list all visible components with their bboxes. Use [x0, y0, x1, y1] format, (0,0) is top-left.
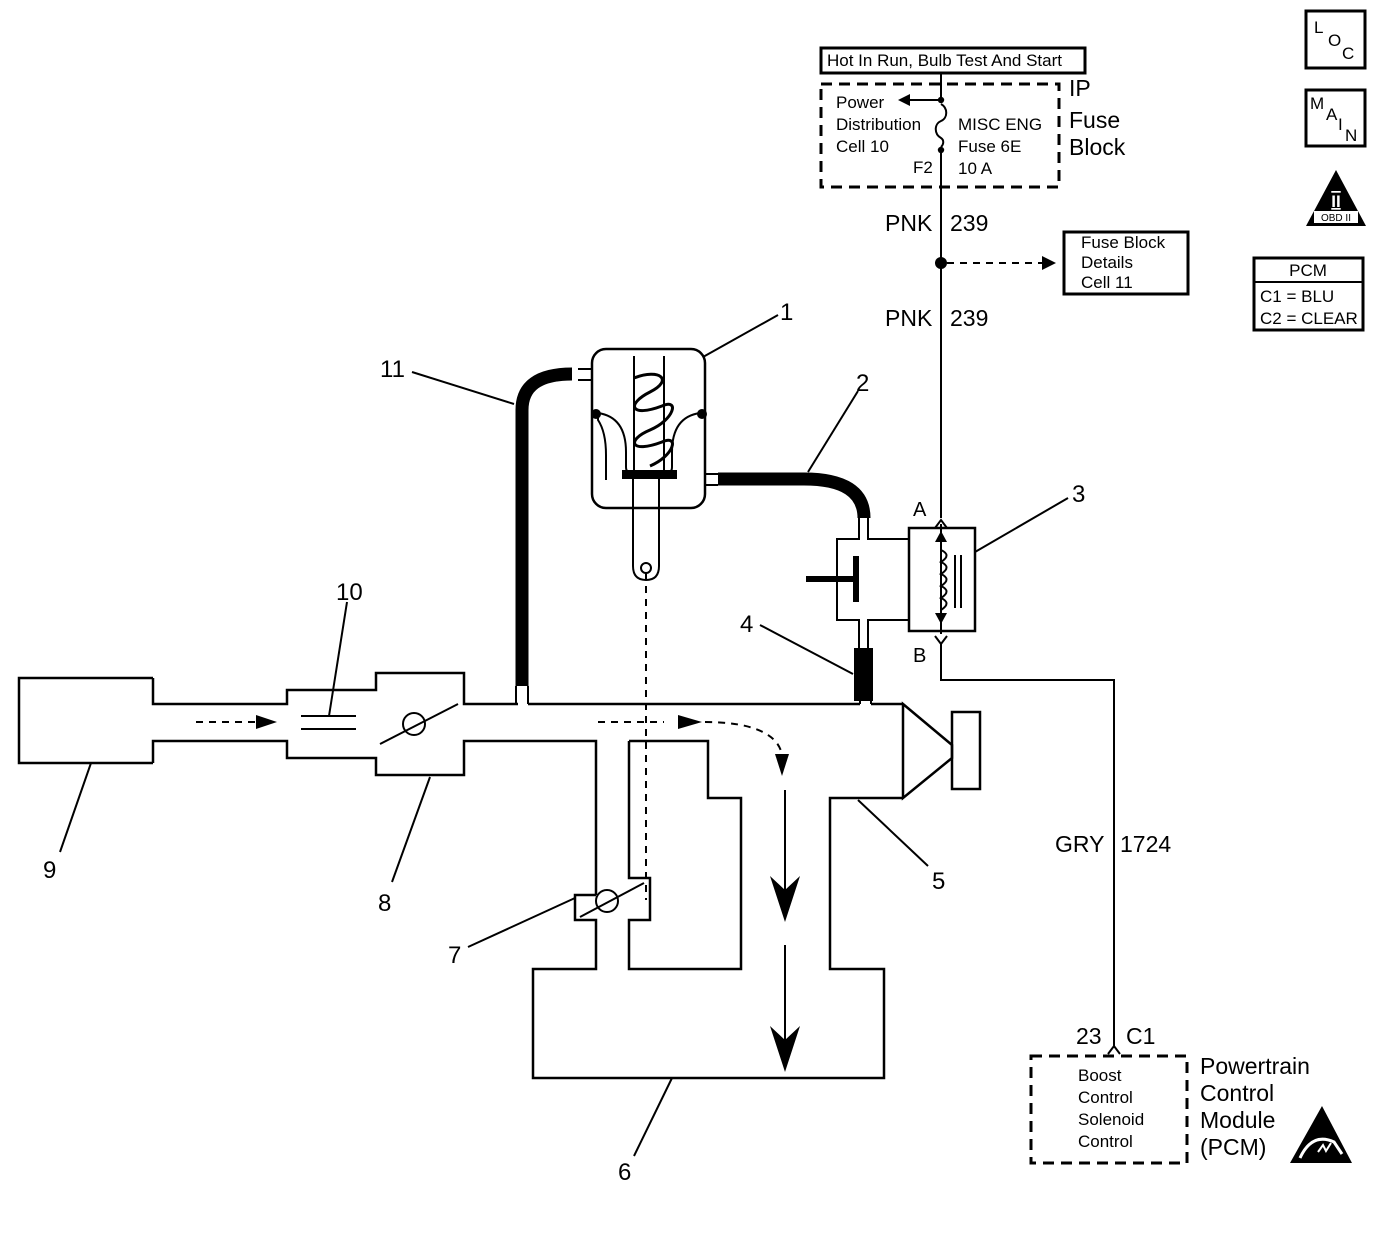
wire-upper-circuit: 239 — [950, 210, 988, 236]
throttle-valve-icon — [379, 703, 459, 745]
fuse-rating: 10 A — [958, 159, 993, 178]
flow-arrow-down-icon — [770, 876, 800, 922]
fuse-icon — [934, 103, 948, 148]
wire-lower-color: PNK — [885, 305, 933, 331]
flow-arrow-down-icon — [770, 1026, 800, 1072]
power-dist-label-1: Power — [836, 93, 885, 112]
power-dist-label-3: Cell 10 — [836, 137, 889, 156]
callout-4: 4 — [740, 611, 753, 638]
wire-signal-color: GRY — [1055, 831, 1104, 857]
obd-numeral: II — [1331, 192, 1340, 211]
flow-arrow-icon — [678, 715, 702, 729]
loc-letter-o: O — [1328, 31, 1341, 50]
circuit-title-text: Hot In Run, Bulb Test And Start — [827, 51, 1062, 70]
flow-arrow-icon — [256, 715, 277, 729]
circuit-title: Hot In Run, Bulb Test And Start — [819, 46, 1087, 75]
callout-2: 2 — [856, 370, 869, 397]
pcm-connector-label: C1 — [1126, 1023, 1155, 1049]
terminal-a-label: A — [913, 499, 927, 521]
pcm-name-1: Powertrain — [1200, 1053, 1310, 1079]
loc-letter-c: C — [1342, 44, 1354, 63]
hose-4 — [854, 632, 873, 704]
fuse-number: Fuse 6E — [958, 137, 1021, 156]
ip-fuse-block: IP Fuse Block Power Distribution Cell 10… — [819, 73, 1126, 189]
pcm-legend: PCM C1 = BLU C2 = CLEAR — [1252, 256, 1365, 332]
callout-7: 7 — [448, 942, 461, 969]
pcm-module: Boost Control Solenoid Control Powertrai… — [1029, 1053, 1352, 1165]
main-icon: M A I N — [1304, 88, 1367, 148]
pcm-function-2: Control — [1078, 1088, 1133, 1107]
callout-3: 3 — [1072, 481, 1085, 508]
details-line-2: Details — [1081, 253, 1133, 272]
splice-dot — [935, 257, 947, 269]
pcm-legend-title: PCM — [1289, 261, 1327, 280]
pcm-name-2: Control — [1200, 1080, 1274, 1106]
fuse-name: MISC ENG — [958, 115, 1042, 134]
fuse-block-label-2: Fuse — [1069, 107, 1120, 133]
flow-arrows — [196, 715, 800, 1072]
wastegate-actuator — [590, 347, 707, 900]
hose-2 — [704, 472, 871, 519]
loc-letter-l: L — [1314, 18, 1323, 37]
wire-signal-circuit: 1724 — [1120, 831, 1171, 857]
boost-control-solenoid: A B — [806, 499, 977, 667]
power-dist-arrow-icon — [898, 94, 910, 106]
spring-icon — [633, 356, 674, 472]
pcm-function-3: Solenoid — [1078, 1110, 1144, 1129]
bypass-valve-icon — [579, 882, 645, 918]
fuse-block-details: Fuse Block Details Cell 11 — [1062, 230, 1190, 296]
main-letter-a: A — [1326, 105, 1338, 124]
callout-10: 10 — [336, 579, 363, 606]
wire-upper-color: PNK — [885, 210, 933, 236]
restrictor — [301, 715, 356, 730]
callout-11: 11 — [380, 356, 405, 383]
power-dist-label-2: Distribution — [836, 115, 921, 134]
terminal-b-label: B — [913, 645, 926, 667]
callouts: 1 2 3 4 5 6 7 8 9 10 11 — [43, 299, 1085, 1186]
callout-5: 5 — [932, 868, 945, 895]
esd-warning-icon — [1290, 1106, 1352, 1163]
wire-pnk-239: PNK 239 PNK 239 — [885, 187, 1056, 518]
callout-8: 8 — [378, 890, 391, 917]
main-letter-m: M — [1310, 94, 1324, 113]
callout-1: 1 — [780, 299, 793, 326]
pcm-pin-label: 23 — [1076, 1023, 1102, 1049]
callout-6: 6 — [618, 1159, 631, 1186]
obd-ii-icon: II OBD II — [1306, 170, 1366, 226]
loc-icon: L O C — [1304, 9, 1367, 70]
main-letter-i: I — [1338, 115, 1343, 134]
intake-duct — [151, 671, 903, 1080]
callout-9: 9 — [43, 857, 56, 884]
hose-11 — [515, 367, 592, 704]
air-cleaner — [17, 676, 153, 765]
details-line-1: Fuse Block — [1081, 233, 1166, 252]
solenoid-coil-icon — [935, 524, 962, 634]
pcm-legend-c1: C1 = BLU — [1260, 287, 1334, 306]
pcm-name-4: (PCM) — [1200, 1134, 1266, 1160]
details-line-3: Cell 11 — [1081, 273, 1133, 292]
fuse-details-arrow-icon — [1042, 256, 1056, 270]
wire-gry-1724: GRY 1724 23 C1 — [940, 644, 1171, 1055]
flow-arrow-icon — [775, 754, 789, 776]
pcm-name-3: Module — [1200, 1107, 1275, 1133]
main-letter-n: N — [1345, 126, 1357, 145]
pcm-function-1: Boost — [1078, 1066, 1122, 1085]
fuse-block-label-1: IP — [1069, 75, 1091, 101]
fuse-block-label-3: Block — [1069, 134, 1126, 160]
turbocharger — [901, 701, 982, 801]
pcm-legend-c2: C2 = CLEAR — [1260, 309, 1358, 328]
wire-lower-circuit: 239 — [950, 305, 988, 331]
obd-text: OBD II — [1321, 213, 1351, 224]
pcm-function-4: Control — [1078, 1132, 1133, 1151]
fuse-terminal-label: F2 — [913, 158, 933, 177]
